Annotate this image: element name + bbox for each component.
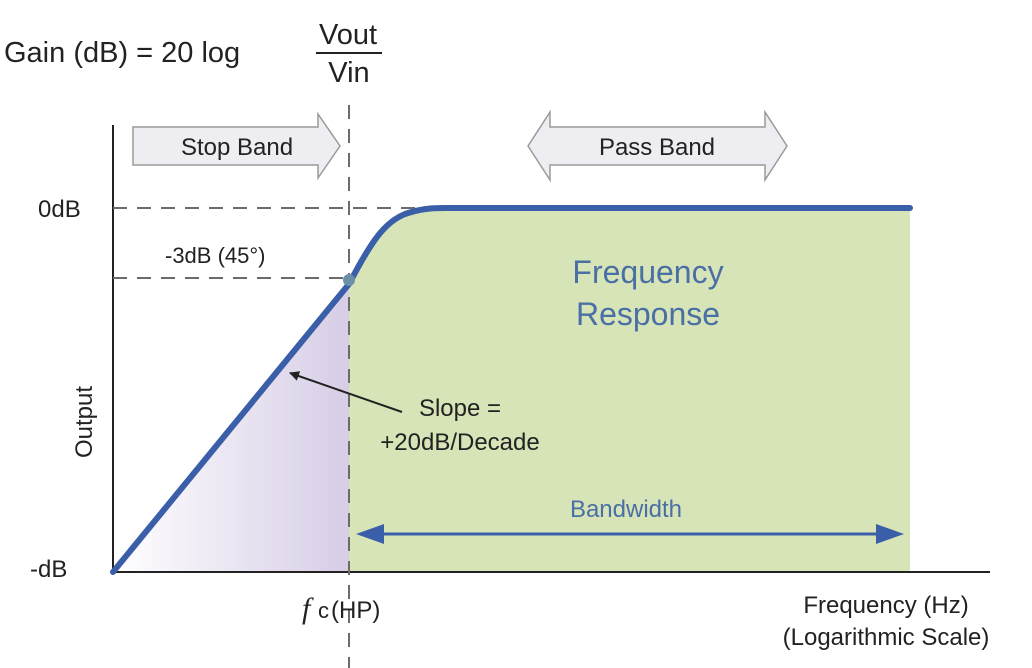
cutoff-subscript: c bbox=[318, 598, 329, 623]
y-tick-0db: 0dB bbox=[38, 196, 81, 223]
bandwidth-arrowhead-left bbox=[356, 524, 384, 544]
pass-band-arrow: Pass Band bbox=[527, 109, 788, 183]
pass-band-label: Pass Band bbox=[599, 134, 715, 161]
stop-band-arrow: Stop Band bbox=[132, 111, 341, 181]
pass-band-arrow-shape bbox=[527, 109, 788, 183]
bandwidth-label: Bandwidth bbox=[570, 496, 682, 523]
x-axis-label-line1: Frequency (Hz) bbox=[803, 592, 968, 619]
formula-denominator: Vin bbox=[328, 57, 369, 89]
cutoff-symbol: f bbox=[302, 592, 314, 625]
cutoff-suffix: (HP) bbox=[331, 597, 380, 624]
stop-band-arrow-shape bbox=[132, 111, 341, 181]
frequency-response-label-line1: Frequency bbox=[572, 254, 723, 290]
frequency-response-label-line2: Response bbox=[576, 296, 720, 332]
frequency-response-curve bbox=[110, 205, 913, 575]
gain-formula: Gain (dB) = 20 log Vout Vin bbox=[4, 19, 382, 89]
slope-label-line2: +20dB/Decade bbox=[380, 429, 539, 456]
bandwidth-arrow: Bandwidth bbox=[356, 496, 904, 544]
slope-pointer-arrow bbox=[289, 371, 403, 413]
slope-label-line1: Slope = bbox=[419, 395, 501, 422]
y-tick-minus-db: -dB bbox=[30, 556, 67, 583]
formula-numerator: Vout bbox=[319, 19, 377, 51]
minus-3db-label: -3dB (45°) bbox=[165, 243, 266, 268]
cutoff-point-marker bbox=[343, 274, 355, 286]
pass-band-area bbox=[349, 208, 910, 572]
x-axis-label-line2: (Logarithmic Scale) bbox=[783, 624, 990, 651]
y-axis-label: Output bbox=[71, 386, 98, 458]
cutoff-frequency-label: f c (HP) bbox=[302, 592, 380, 625]
formula-prefix: Gain (dB) = 20 log bbox=[4, 37, 240, 69]
bandwidth-arrowhead-right bbox=[876, 524, 904, 544]
stop-band-label: Stop Band bbox=[181, 134, 293, 161]
